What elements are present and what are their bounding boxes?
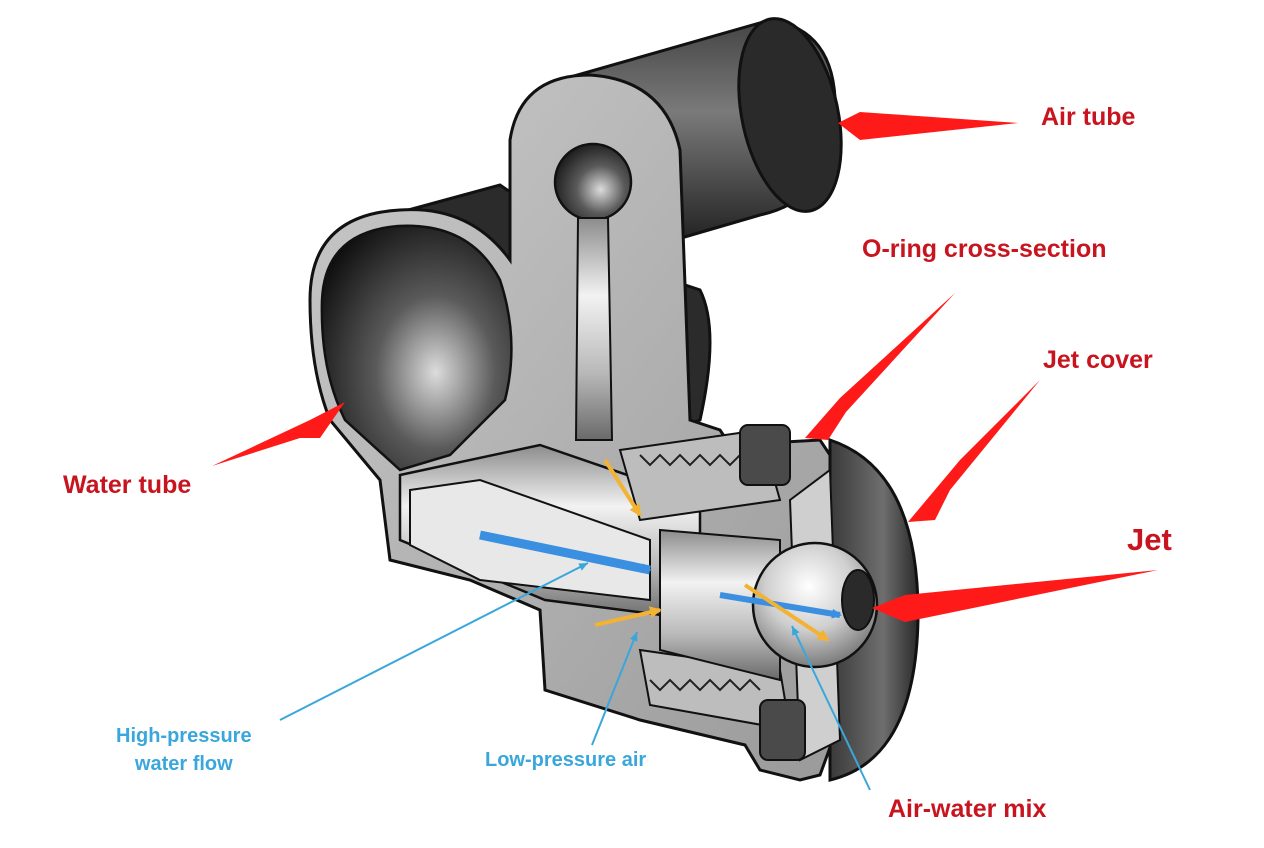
o-ring-arrow	[805, 293, 955, 440]
high-pressure-leader	[279, 562, 589, 721]
high-pressure-label-line2: water flow	[134, 753, 233, 775]
housing-cross-section	[308, 73, 842, 782]
air-tube-arrow	[838, 112, 1018, 140]
air-water-mix-label: Air-water mix	[888, 795, 1047, 823]
o-ring-label: O-ring cross-section	[862, 235, 1107, 263]
jet-label: Jet	[1127, 522, 1172, 557]
air-flow-arrow-mix	[743, 583, 830, 642]
air-flow-arrow-lower	[594, 606, 662, 627]
high-pressure-label-line1: High-pressure	[116, 725, 252, 747]
low-pressure-leader	[591, 631, 638, 746]
air-flow-arrow-upper	[603, 458, 642, 517]
air-water-mix-leader	[791, 625, 871, 791]
air-tube-label: Air tube	[1041, 103, 1136, 131]
jet-arrow	[872, 570, 1158, 622]
jet-cover-label: Jet cover	[1043, 346, 1153, 374]
water-flow-arrow	[479, 530, 652, 575]
jet-cover-arrow	[908, 380, 1040, 522]
water-tube-arrow	[212, 402, 345, 466]
leader-lines	[279, 562, 871, 791]
jet-ball-shape	[751, 541, 879, 669]
flow-arrows	[479, 458, 842, 642]
mix-flow-arrow	[719, 592, 842, 619]
high-pressure-label: High-pressure water flow	[116, 722, 252, 778]
callout-arrows	[212, 112, 1158, 622]
water-tube-label: Water tube	[63, 471, 192, 499]
low-pressure-air-label: Low-pressure air	[485, 749, 647, 771]
o-ring-shape	[739, 424, 806, 761]
